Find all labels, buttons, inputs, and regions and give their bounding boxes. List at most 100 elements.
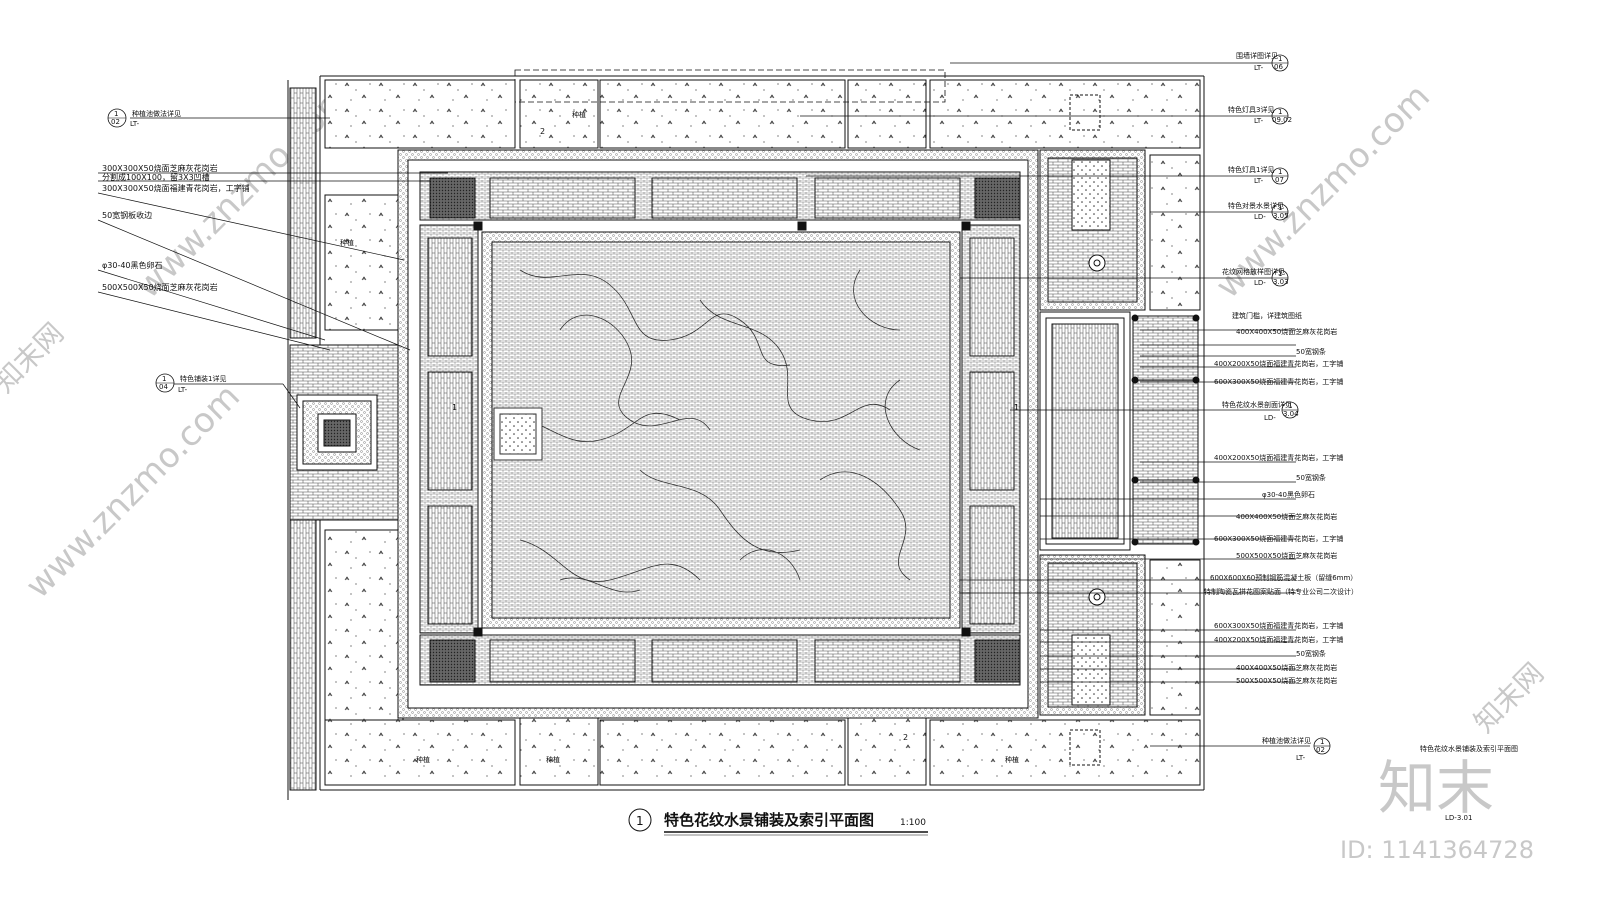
- right-callouts: 1 06 LT- 围墙详图详见 1 09.02 LT- 特色灯具3详见 1 07…: [1204, 51, 1358, 762]
- callout-ref: LD-: [1264, 414, 1276, 422]
- planting-mark: 种植: [572, 110, 586, 119]
- planting-mark: 种植: [416, 755, 430, 764]
- sheet-label-text: 特色花纹水景铺装及索引平面图: [1420, 744, 1518, 753]
- callout-text: 300X300X50烧面芝麻灰花岗岩: [102, 163, 218, 173]
- callout-text: 500X500X50烧面芝麻灰花岗岩: [1236, 676, 1337, 685]
- callout-text: φ30-40黑色卵石: [1262, 490, 1315, 499]
- callout-text: 600X600X60预制钢筋混凝土板（留缝6mm）: [1210, 573, 1357, 582]
- ref-circle: 1 3.03 LD- 花纹网格放样图详见: [1222, 267, 1289, 287]
- callout-ref: LT-: [130, 120, 140, 128]
- id-text: ID: 1141364728: [1340, 836, 1534, 864]
- callout-text: 500X500X50烧面芝麻灰花岗岩: [1236, 551, 1337, 560]
- planting-beds: [324, 79, 1201, 786]
- callout-text: 600X300X50烧面福建青花岗岩，工字铺: [1214, 534, 1343, 543]
- callout-text: 特色灯具1详见: [1228, 165, 1274, 174]
- callout-text: 特色灯具3详见: [1228, 105, 1274, 114]
- right-structures: [1039, 94, 1200, 766]
- callout-num: 1: [1288, 402, 1292, 410]
- callout-ref: LT-: [178, 386, 188, 394]
- callout-text: 50宽钢板收边: [102, 210, 152, 220]
- callout-num: 1: [162, 375, 166, 383]
- callout-text: 400X200X50烧面福建青花岗岩，工字铺: [1214, 453, 1343, 462]
- ref-circle: 1 02 LT- 种植池做法详见: [1262, 736, 1331, 762]
- callout-sheet: 07: [1275, 176, 1284, 184]
- watermark-net-2: 知末网: [1467, 656, 1550, 739]
- planting-mark: 种植: [546, 755, 560, 764]
- section-mark-1: 1: [452, 403, 457, 412]
- drawing-title-block: 1 特色花纹水景铺装及索引平面图 1:100: [628, 808, 928, 836]
- brand-logo-text: 知末: [1378, 754, 1494, 822]
- callout-num: 1: [114, 110, 118, 118]
- ref-circle: 1 3.04 LD- 特色花纹水景剖面详见: [1222, 400, 1299, 422]
- callout-text: 300X300X50烧面福建青花岗岩，工字铺: [102, 183, 250, 193]
- callout-num: 1: [1278, 108, 1282, 116]
- sheet-label: 特色花纹水景铺装及索引平面图 LD-3.01: [1420, 744, 1518, 822]
- ref-circle: 1 3.05 LD- 特色对景水景详见: [1228, 201, 1289, 221]
- callout-text: 建筑门槛，详建筑图纸: [1232, 311, 1302, 320]
- callout-sheet: 3.04: [1283, 410, 1299, 418]
- ref-circle: 1 07 LT- 特色灯具1详见: [1228, 165, 1289, 185]
- callout-ref: LT-: [1254, 117, 1264, 125]
- callout-num: 1: [1278, 204, 1282, 212]
- planting-mark: 种植: [1005, 755, 1019, 764]
- callout-text: 600X300X50烧面福建青花岗岩，工字铺: [1214, 621, 1343, 630]
- drawing-scale: 1:100: [900, 818, 926, 828]
- callout-text: 50宽钢条: [1296, 347, 1326, 356]
- callout-num: 1: [1278, 55, 1282, 63]
- drawing-title: 特色花纹水景铺装及索引平面图: [664, 811, 874, 829]
- callout-num: 1: [1278, 168, 1282, 176]
- callout-sheet: 09.02: [1272, 116, 1292, 124]
- callout-sheet: 02: [111, 118, 120, 126]
- watermark-url-2: www.znzmo.com: [18, 376, 248, 606]
- watermark-net-1: 知末网: [0, 316, 70, 399]
- right-leaders: [800, 62, 1310, 747]
- callout-text: 400X400X50烧面芝麻灰花岗岩: [1236, 327, 1337, 336]
- callout-ref: LT-: [1254, 177, 1264, 185]
- dashed-index-line: [514, 69, 946, 103]
- callout-ref: LD-: [1254, 279, 1266, 287]
- callout-ref: LT-: [1296, 754, 1306, 762]
- callout-text: 围墙详图详见: [1236, 51, 1278, 60]
- callout-text: 400X200X50烧面福建青花岗岩，工字铺: [1214, 359, 1343, 368]
- sheet-number: LD-3.01: [1445, 814, 1472, 822]
- section-mark-1: 1: [1014, 403, 1019, 412]
- callout-num: 1: [1320, 738, 1324, 746]
- ref-circle: 1 06 LT- 围墙详图详见: [1236, 51, 1289, 72]
- callout-text: 特色铺装1详见: [180, 374, 226, 383]
- callout-text: 400X200X50烧面福建青花岗岩，工字铺: [1214, 635, 1343, 644]
- section-mark-2: 2: [903, 733, 908, 742]
- plan-marks: 种植 种植 种植 种植 种植 2 2 1 1: [340, 110, 1019, 764]
- planting-mark: 种植: [340, 238, 354, 247]
- callout-text: 特色对景水景详见: [1228, 201, 1284, 210]
- callout-text: 400X400X50烧面芝麻灰花岗岩: [1236, 663, 1337, 672]
- section-mark-2: 2: [540, 127, 545, 136]
- callout-text: 分割成100X100，留3X3凹槽: [102, 172, 210, 182]
- callout-ref: LD-: [1254, 213, 1266, 221]
- callout-text: 50宽钢条: [1296, 649, 1326, 658]
- callout-num: 1: [1278, 270, 1282, 278]
- brand-watermark: 知末 ID: 1141364728: [1340, 754, 1534, 864]
- left-entry-paving: [289, 344, 411, 521]
- callout-sheet: 06: [1274, 63, 1283, 71]
- left-leaders: [97, 117, 448, 409]
- callout-sheet: 04: [159, 383, 168, 391]
- callout-text: 400X400X50烧面芝麻灰花岗岩: [1236, 512, 1337, 521]
- ref-circle: 1 09.02 LT- 特色灯具3详见: [1228, 105, 1292, 125]
- callout-text: φ30-40黑色卵石: [102, 260, 163, 270]
- callout-text: 600X300X50烧面福建青花岗岩，工字铺: [1214, 377, 1343, 386]
- callout-text: 特色花纹水景剖面详见: [1222, 400, 1292, 409]
- title-number: 1: [636, 814, 644, 828]
- callout-ref: LT-: [1254, 64, 1264, 72]
- callout-sheet: 3.03: [1273, 278, 1289, 286]
- callout-text: 种植池做法详见: [132, 109, 181, 118]
- callout-sheet: 02: [1316, 746, 1325, 754]
- left-callouts: 1 02 LT- 种植池做法详见 300X300X50烧面芝麻灰花岗岩 分割成1…: [102, 108, 250, 394]
- callout-text: 种植池做法详见: [1262, 736, 1311, 745]
- central-pattern-panel: [481, 231, 961, 629]
- callout-text: 花纹网格放样图详见: [1222, 267, 1285, 276]
- callout-sheet: 3.05: [1273, 212, 1289, 220]
- callout-text: 特制陶瓷瓦拼花图案贴面（特专业公司二次设计）: [1204, 587, 1358, 596]
- callout-text: 500X500X50烧面芝麻灰花岗岩: [102, 282, 218, 292]
- callout-text: 50宽钢条: [1296, 473, 1326, 482]
